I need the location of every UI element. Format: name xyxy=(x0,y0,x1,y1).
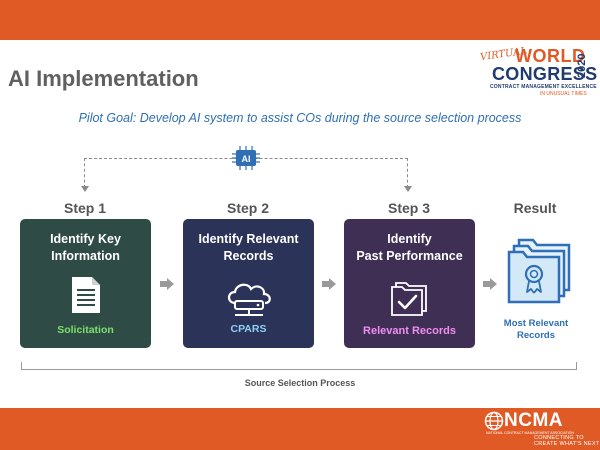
step-1-sub: Solicitation xyxy=(57,324,114,336)
flow-arrow-3 xyxy=(483,278,497,290)
result-heading: Result xyxy=(513,200,557,216)
flow-arrow-2 xyxy=(322,278,336,290)
flow-arrow-1 xyxy=(160,278,174,290)
step-2-card: Identify Relevant Records CPARS xyxy=(183,219,314,348)
step-2-title: Identify Relevant Records xyxy=(198,232,299,263)
ai-chip-icon: AI xyxy=(232,146,260,170)
cloud-server-icon xyxy=(227,283,271,316)
logo-congress-text: CONGRESS xyxy=(492,64,598,84)
pilot-goal-text: Pilot Goal: Develop AI system to assist … xyxy=(78,111,522,125)
award-folders-icon xyxy=(507,238,571,304)
logo-year: 2020 xyxy=(576,53,588,78)
slide-title: AI Implementation xyxy=(8,66,199,91)
folder-check-icon xyxy=(391,282,427,316)
step-1-card: Identify Key Information Solicitation xyxy=(20,219,151,348)
ai-connector-arrow-left xyxy=(81,186,89,192)
process-bracket xyxy=(21,362,577,370)
logo-subtitle-2: IN UNUSUAL TIMES xyxy=(540,91,587,97)
step-3-sub: Relevant Records xyxy=(363,325,456,337)
ncma-tagline-2: CREATE WHAT'S NEXT xyxy=(534,441,600,447)
world-congress-logo: VIRTUAL WORLD CONGRESS CONTRACT MANAGEME… xyxy=(478,44,598,108)
logo-world-text: WORLD xyxy=(515,46,586,66)
step-3-label: Step 3 xyxy=(387,200,430,216)
step-3-card: Identify Past Performance Relevant Recor… xyxy=(344,219,475,348)
step-3-title: Identify Past Performance xyxy=(356,232,463,263)
ncma-globe-icon xyxy=(484,411,504,431)
step-2-label: Step 2 xyxy=(226,200,269,216)
document-icon xyxy=(72,277,100,313)
top-banner xyxy=(0,0,600,40)
step-1-title: Identify Key Information xyxy=(50,232,121,263)
step-1-label: Step 1 xyxy=(63,200,106,216)
result-text: Most Relevant Records xyxy=(503,318,569,341)
ncma-wordmark: NCMA xyxy=(504,410,563,431)
ai-connector-drop-right xyxy=(407,158,408,188)
ai-connector-arrow-right xyxy=(404,186,412,192)
ncma-tagline-1: CONNECTING TO xyxy=(534,435,584,441)
ai-connector-drop-left xyxy=(84,158,85,188)
process-label: Source Selection Process xyxy=(244,378,356,388)
ncma-logo: NCMA NATIONAL CONTRACT MANAGEMENT ASSOCI… xyxy=(482,410,600,448)
step-2-sub: CPARS xyxy=(230,323,267,335)
logo-subtitle: CONTRACT MANAGEMENT EXCELLENCE xyxy=(490,84,597,90)
ncma-full-name: NATIONAL CONTRACT MANAGEMENT ASSOCIATION xyxy=(486,431,574,435)
ai-badge-label: AI xyxy=(242,154,251,164)
